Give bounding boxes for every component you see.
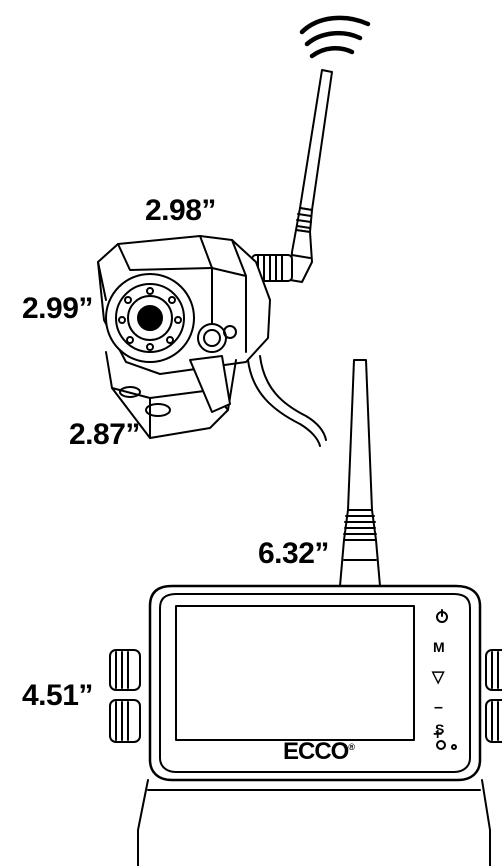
monitor-height-label: 4.51”	[22, 679, 93, 712]
power-icon	[436, 609, 448, 623]
monitor-housing	[148, 584, 482, 782]
status-led	[451, 744, 457, 750]
monitor-width-label: 6.32”	[258, 537, 329, 570]
menu-button-label: M	[433, 639, 445, 655]
camera-antenna	[289, 69, 333, 283]
camera-body	[97, 235, 271, 375]
camera-width-label: 2.98”	[145, 194, 216, 227]
monitor-screen	[175, 605, 415, 741]
select-button-label: S	[435, 721, 444, 737]
down-button-label: ▽	[432, 669, 444, 686]
ecco-logo: ECCO®	[283, 738, 355, 765]
ir-sensor-icon	[118, 287, 182, 351]
monitor-antenna	[339, 359, 381, 587]
monitor-stand	[137, 779, 491, 866]
wifi-signal-icon	[299, 15, 371, 59]
monitor-left-knob	[109, 649, 141, 743]
camera-depth-label: 2.87”	[69, 418, 140, 451]
camera-cable	[247, 355, 327, 447]
select-indicator	[436, 740, 446, 750]
plus-button-label: +	[433, 726, 442, 743]
minus-button-label: –	[434, 699, 443, 716]
monitor-right-knob	[485, 649, 502, 743]
camera-bracket	[105, 351, 237, 439]
camera-height-label: 2.99”	[22, 292, 93, 325]
